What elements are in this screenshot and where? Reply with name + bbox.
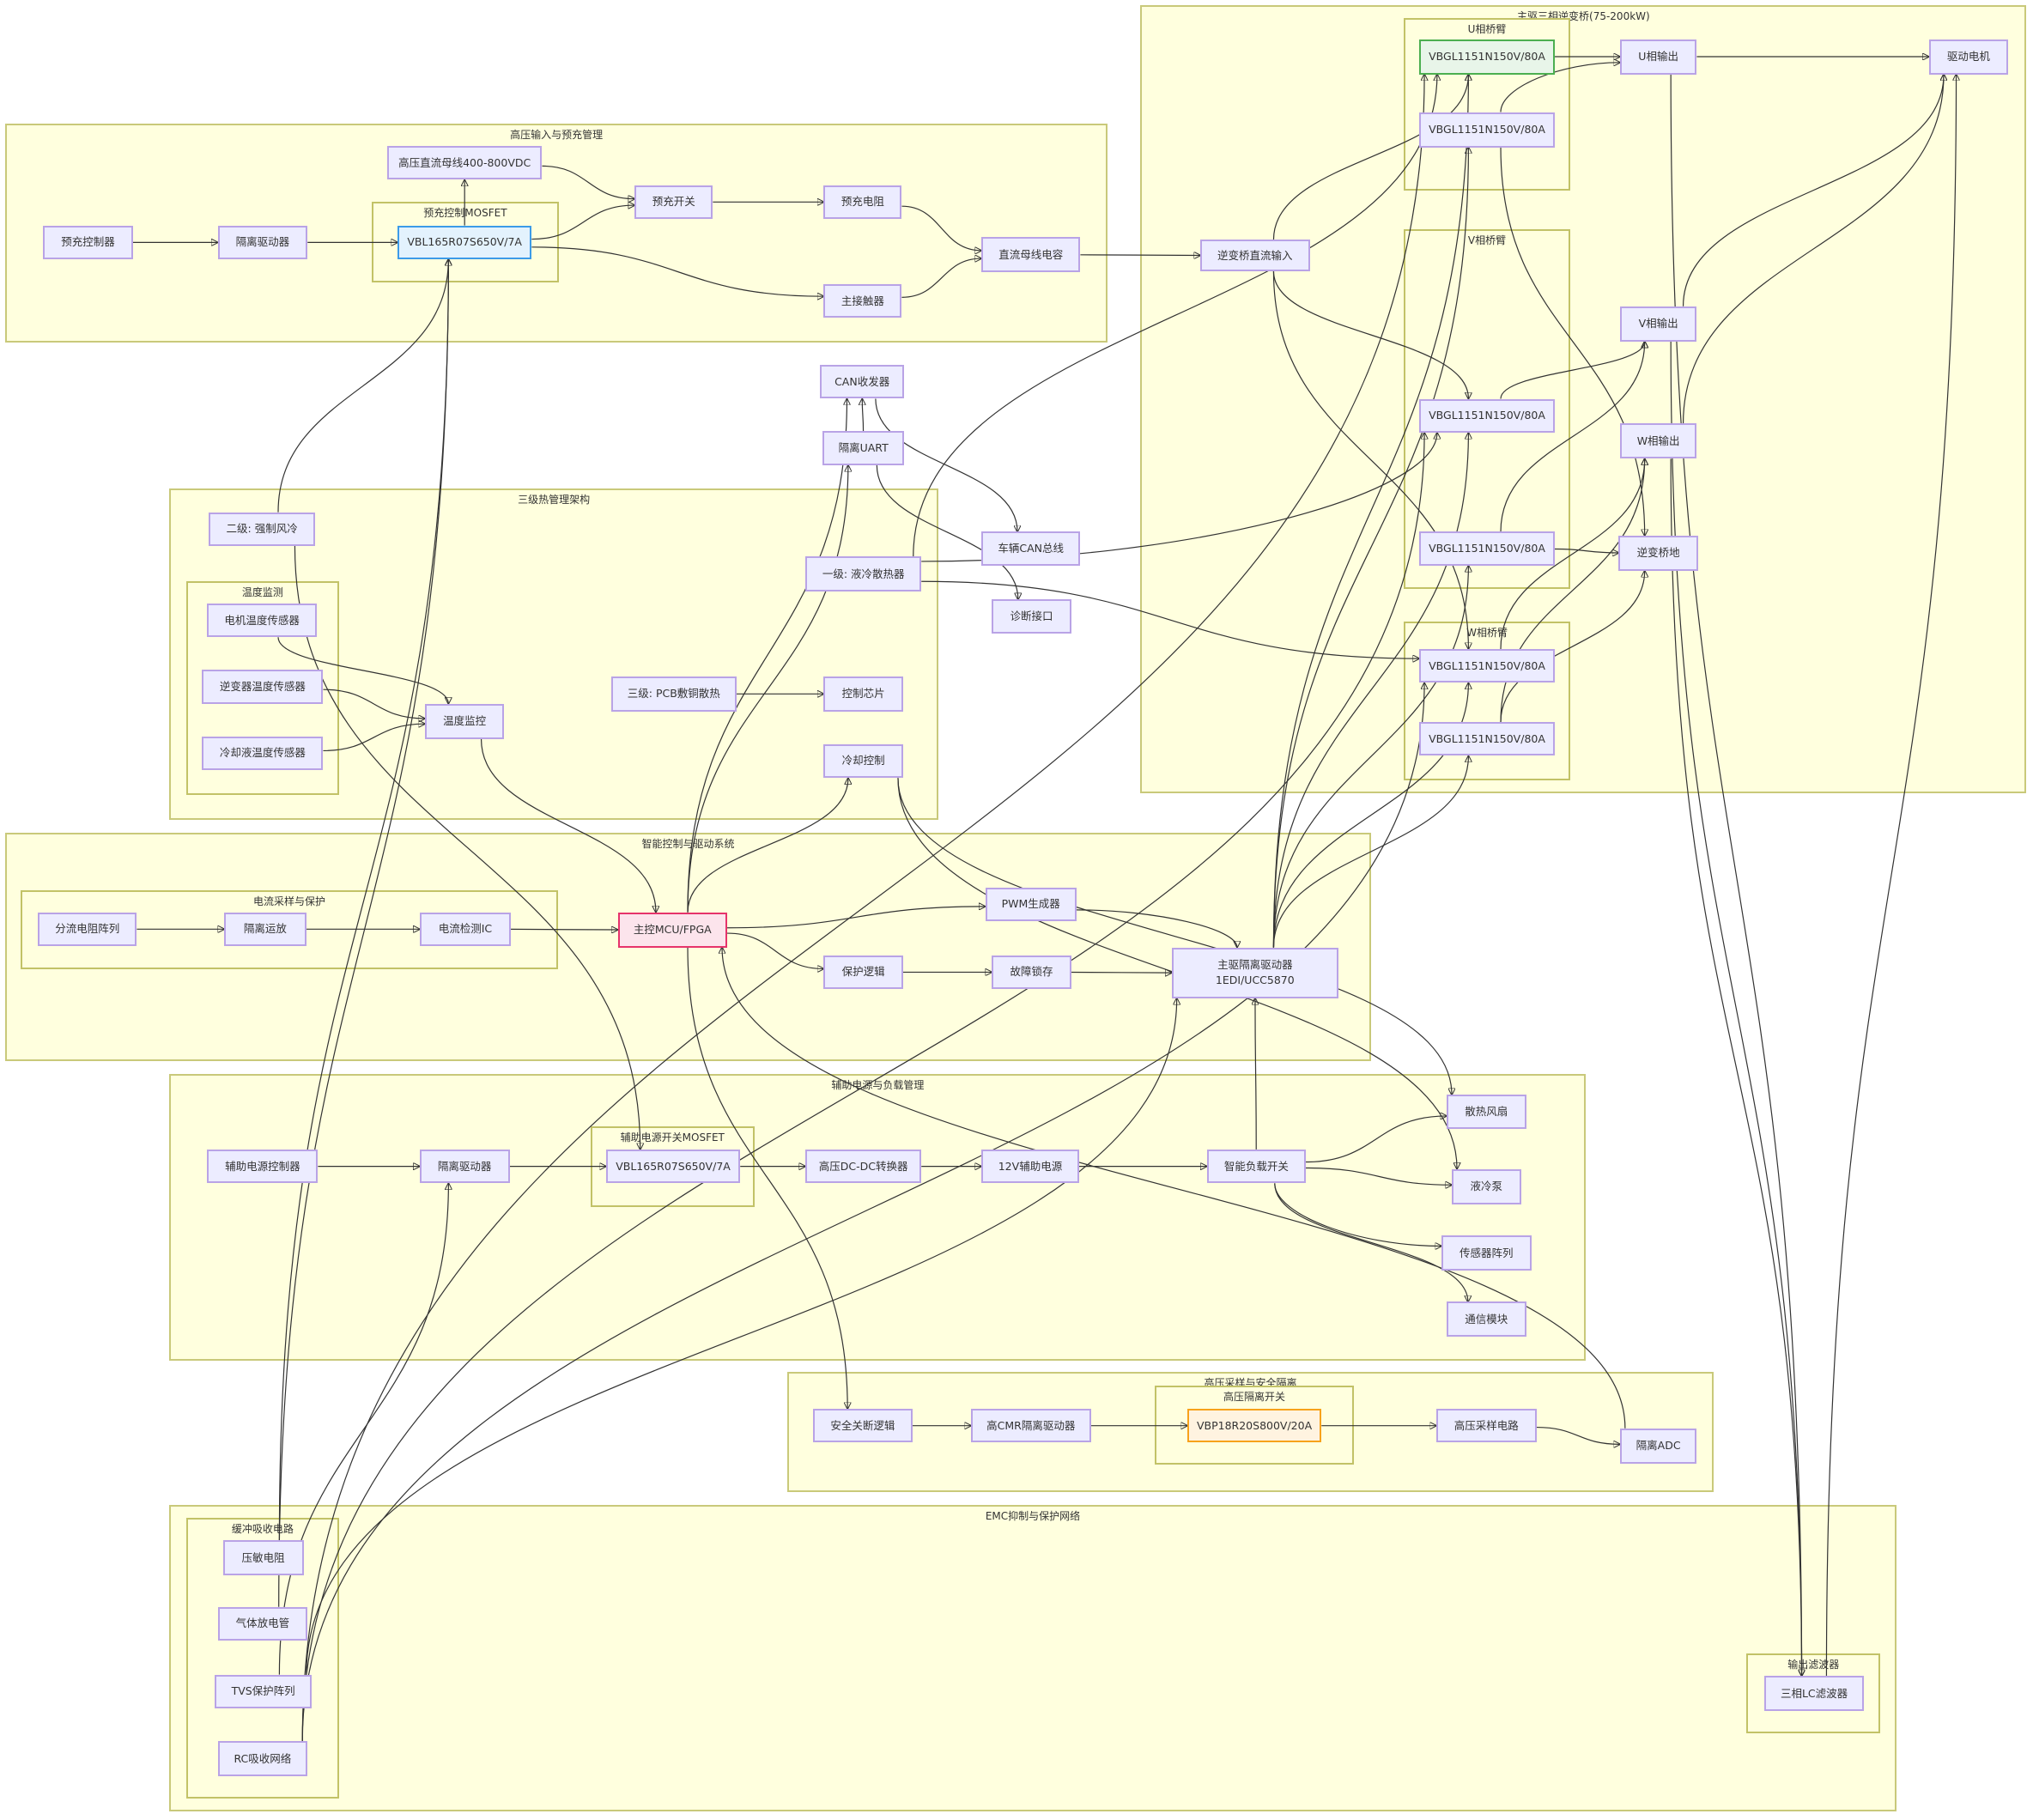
node-u-low-mosfet[interactable]: VBGL1151N150V/80A [1419,112,1555,148]
node-varistor[interactable]: 压敏电阻 [222,1540,304,1576]
node-inverter-ground[interactable]: 逆变桥地 [1618,535,1698,571]
node-shunt-resistor-array[interactable]: 分流电阻阵列 [38,912,137,947]
cluster-title: 电流采样与保护 [252,895,325,907]
node-main-contactor[interactable]: 主接触器 [823,283,902,318]
cluster-w-arm: W相桥臂 [1403,622,1571,781]
node-aux-isolated-driver[interactable]: 隔离驱动器 [419,1149,510,1184]
node-cooling-control[interactable]: 冷却控制 [823,743,903,779]
node-v-phase-output[interactable]: V相输出 [1619,306,1697,342]
node-precharge-controller[interactable]: 预充控制器 [43,225,133,260]
node-liquid-cooling[interactable]: 一级: 液冷散热器 [805,556,922,592]
node-drive-motor[interactable]: 驱动电机 [1928,39,2009,75]
node-diagnostic-port[interactable]: 诊断接口 [992,599,1071,634]
node-isolated-adc[interactable]: 隔离ADC [1619,1428,1697,1464]
node-vehicle-can-bus[interactable]: 车辆CAN总线 [981,531,1081,566]
cluster-title: W相桥臂 [1466,627,1508,640]
cluster-title: 三级热管理架构 [518,494,591,507]
node-main-gate-driver[interactable]: 主驱隔离驱动器 1EDI/UCC5870 [1171,947,1338,998]
cluster-title: 辅助电源开关MOSFET [620,1131,725,1144]
node-tvs-array[interactable]: TVS保护阵列 [215,1674,312,1709]
node-hv-isolation-mosfet[interactable]: VBP18R20S800V/20A [1186,1408,1322,1443]
node-rc-snubber[interactable]: RC吸收网络 [217,1741,308,1777]
node-isolated-uart[interactable]: 隔离UART [822,431,905,465]
node-liquid-pump[interactable]: 液冷泵 [1452,1168,1521,1204]
node-smart-load-switch[interactable]: 智能负载开关 [1206,1149,1307,1184]
node-main-mcu-fpga[interactable]: 主控MCU/FPGA [617,912,728,948]
cluster-title: 智能控制与驱动系统 [641,838,735,850]
node-protection-logic[interactable]: 保护逻辑 [823,955,903,990]
node-safety-shutdown-logic[interactable]: 安全关断逻辑 [813,1408,913,1443]
cluster-inverter: 主驱三相逆变桥(75-200kW) [1140,5,2027,794]
node-control-chip[interactable]: 控制芯片 [823,676,903,712]
node-w-high-mosfet[interactable]: VBGL1151N150V/80A [1419,648,1555,683]
node-temperature-monitor[interactable]: 温度监控 [424,703,505,739]
cluster-title: 缓冲吸收电路 [231,1523,294,1536]
node-precharge-mosfet[interactable]: VBL165R07S650V/7A [397,225,532,260]
node-u-phase-output[interactable]: U相输出 [1619,39,1697,75]
node-inverter-temp-sensor[interactable]: 逆变器温度传感器 [202,670,324,704]
node-comm-module[interactable]: 通信模块 [1446,1301,1526,1338]
edge-iso_uart-to-can_xcvr [862,399,863,432]
cluster-title: EMC抑制与保护网络 [985,1510,1081,1523]
cluster-title: 高压输入与预充管理 [510,129,604,142]
cluster-emc: EMC抑制与保护网络 [169,1505,1896,1811]
cluster-title: 主驱三相逆变桥(75-200kW) [1517,10,1650,23]
node-aux-power-controller[interactable]: 辅助电源控制器 [207,1149,319,1184]
node-high-cmr-driver[interactable]: 高CMR隔离驱动器 [970,1408,1091,1443]
node-fault-latch[interactable]: 故障锁存 [992,955,1071,990]
node-v-high-mosfet[interactable]: VBGL1151N150V/80A [1419,398,1555,433]
node-three-phase-lc-filter[interactable]: 三相LC滤波器 [1764,1676,1864,1712]
cluster-aux-power: 辅助电源与负载管理 [169,1073,1587,1361]
cluster-title: 温度监测 [241,586,283,599]
node-hv-sampling-circuit[interactable]: 高压采样电路 [1435,1408,1537,1443]
node-v-low-mosfet[interactable]: VBGL1151N150V/80A [1419,531,1555,566]
node-precharge-switch[interactable]: 预充开关 [634,185,713,219]
node-coolant-temp-sensor[interactable]: 冷却液温度传感器 [202,736,324,771]
node-precharge-resistor[interactable]: 预充电阻 [823,185,902,219]
cluster-title: U相桥臂 [1467,23,1507,36]
node-gas-discharge-tube[interactable]: 气体放电管 [217,1606,308,1641]
node-sensor-array[interactable]: 传感器阵列 [1441,1235,1532,1271]
node-isolated-amplifier[interactable]: 隔离运放 [224,912,306,947]
cluster-title: 辅助电源与负载管理 [831,1078,925,1091]
node-aux-mosfet[interactable]: VBL165R07S650V/7A [605,1149,741,1184]
node-inverter-dc-input[interactable]: 逆变桥直流输入 [1200,240,1310,271]
node-hv-dc-bus[interactable]: 高压直流母线400-800VDC [386,146,543,180]
cluster-title: V相桥臂 [1467,234,1507,247]
cluster-title: 输出滤波器 [1787,1659,1840,1671]
node-dc-link-capacitor[interactable]: 直流母线电容 [981,237,1081,273]
node-precharge-isolated-driver[interactable]: 隔离驱动器 [217,225,308,260]
node-current-sense-ic[interactable]: 电流检测IC [419,912,512,947]
node-forced-air-cooling[interactable]: 二级: 强制风冷 [208,512,316,547]
node-u-high-mosfet[interactable]: VBGL1151N150V/80A [1419,39,1555,75]
cluster-title: 预充控制MOSFET [423,207,507,220]
node-12v-aux-supply[interactable]: 12V辅助电源 [981,1149,1079,1184]
node-w-phase-output[interactable]: W相输出 [1619,423,1697,459]
node-hv-dcdc-converter[interactable]: 高压DC-DC转换器 [805,1149,922,1184]
node-w-low-mosfet[interactable]: VBGL1151N150V/80A [1419,721,1555,756]
node-pwm-generator[interactable]: PWM生成器 [985,887,1077,922]
cluster-title: 高压隔离开关 [1223,1390,1286,1403]
node-pcb-copper-cooling[interactable]: 三级: PCB敷铜散热 [610,676,737,712]
node-can-transceiver[interactable]: CAN收发器 [819,365,905,399]
node-motor-temp-sensor[interactable]: 电机温度传感器 [207,603,317,638]
node-cooling-fan[interactable]: 散热风扇 [1446,1095,1526,1129]
